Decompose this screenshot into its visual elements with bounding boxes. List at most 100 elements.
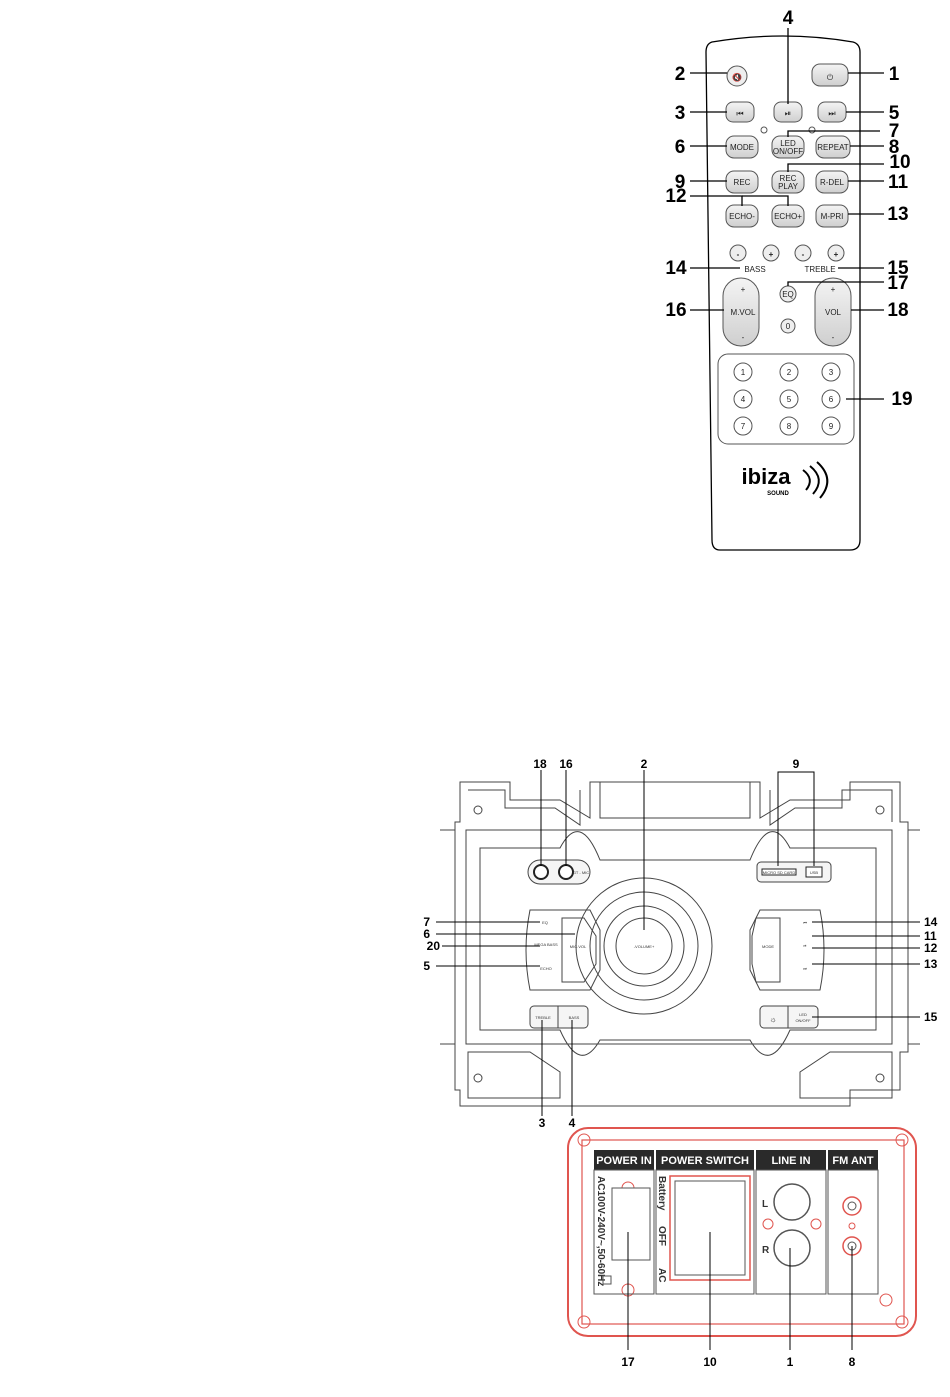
num-6-button[interactable] (821, 389, 841, 409)
num-5-button[interactable] (779, 389, 799, 409)
fm-antenna-screw-top (842, 1196, 862, 1216)
remote-callout-9: 9 (675, 172, 686, 193)
vol-minus: - (832, 333, 835, 342)
next-icon: ⏭ (828, 109, 835, 118)
rear-panel-inner (581, 1139, 905, 1325)
prev-icon: ⏮ (736, 109, 743, 118)
play-pause-icon: ⏯ (785, 109, 791, 118)
line-in-l-label: L (762, 1199, 768, 1210)
front-callout-3: 3 (539, 1116, 546, 1130)
front-callout-5: 5 (423, 959, 430, 973)
echo-label[interactable]: ECHO (540, 966, 552, 971)
remote-callout-7: 7 (889, 121, 900, 142)
treble-minus-button[interactable] (794, 244, 812, 262)
remote-callout-3: 3 (675, 103, 686, 124)
bass-minus-button[interactable] (729, 244, 747, 262)
front-callout-15: 15 (924, 1010, 938, 1024)
front-callout-16: 16 (559, 757, 573, 771)
num-2-button[interactable] (779, 362, 799, 382)
treble-plus-label: + (834, 250, 839, 259)
line-in-left-jack[interactable] (773, 1183, 811, 1221)
remote-callout-5: 5 (889, 103, 900, 124)
num-0-button[interactable] (780, 318, 796, 334)
front-led-label-1[interactable]: LED (799, 1012, 807, 1017)
front-callout-13: 13 (924, 957, 938, 971)
repeat-button[interactable] (815, 135, 851, 159)
guitar-jack[interactable] (533, 864, 549, 880)
remote-callout-11: 11 (888, 172, 909, 193)
mic-vol-knob[interactable]: MIC.VOL (570, 944, 587, 949)
front-screws (473, 805, 885, 1083)
num-6-label: 6 (829, 395, 834, 404)
rear-callout-8: 8 (849, 1355, 856, 1369)
front-led-label-2[interactable]: ON/OFF (795, 1018, 811, 1023)
num-1-button[interactable] (733, 362, 753, 382)
treble-plus-button[interactable] (827, 244, 845, 262)
vol-plus: + (831, 285, 836, 294)
power-in-label: POWER IN (596, 1155, 652, 1167)
vol-rocker[interactable] (814, 277, 852, 347)
num-8-label: 8 (787, 422, 792, 431)
remote-callout-18: 18 (887, 300, 908, 321)
num-4-button[interactable] (733, 389, 753, 409)
rear-section-frames (593, 1169, 879, 1295)
usb-port[interactable] (805, 866, 823, 878)
ibiza-logo-sub: SOUND (767, 491, 789, 497)
recplay-label-1: REC (780, 174, 797, 183)
treble-knob[interactable]: TREBLE (535, 1015, 551, 1020)
indicator-led-left (760, 126, 768, 134)
remote-control: 🔇 ⏻ ⏮ ⏯ ⏭ MODE LED ON/OFF REPEAT REC REC… (665, 8, 913, 551)
mode-button[interactable] (725, 135, 759, 159)
bass-plus-button[interactable] (762, 244, 780, 262)
rear-callout-17: 17 (621, 1355, 635, 1369)
remote-callout-14: 14 (665, 258, 687, 279)
m-pri-button[interactable] (815, 204, 849, 228)
led-label-2: ON/OFF (773, 147, 803, 156)
echo-minus-label: ECHO- (729, 212, 755, 221)
rec-button[interactable] (725, 170, 759, 194)
mute-button[interactable] (726, 65, 748, 87)
m-vol-minus: - (742, 333, 745, 342)
bass-knob[interactable]: BASS (569, 1015, 580, 1020)
num-1-label: 1 (741, 368, 746, 377)
fm-ant-header (828, 1150, 878, 1170)
num-2-label: 2 (787, 368, 792, 377)
front-callout-2: 2 (641, 757, 648, 771)
usb-label: USB (810, 870, 819, 875)
remote-callout-16: 16 (665, 300, 686, 321)
r-del-label: R-DEL (820, 178, 845, 187)
left-control-cluster (525, 909, 601, 991)
power-in-socket[interactable] (611, 1187, 651, 1261)
num-7-button[interactable] (733, 416, 753, 436)
num-3-button[interactable] (821, 362, 841, 382)
sd-card-slot[interactable] (761, 868, 797, 876)
mic-jack[interactable] (558, 864, 574, 880)
power-switch-header (656, 1150, 754, 1170)
front-prev-button[interactable]: ⏮ (803, 920, 807, 925)
m-vol-rocker[interactable] (722, 277, 760, 347)
remote-leader-lines (690, 28, 884, 400)
remote-callout-12: 12 (665, 186, 686, 207)
r-del-button[interactable] (815, 170, 849, 194)
front-callout-11: 11 (924, 929, 937, 943)
front-eq-label[interactable]: EQ (542, 920, 548, 925)
line-in-label: LINE IN (771, 1155, 810, 1167)
front-callout-20: 20 (427, 939, 441, 953)
remote-callout-13: 13 (887, 204, 908, 225)
ibiza-logo: ibiza (742, 464, 792, 489)
num-0-label: 0 (786, 322, 791, 331)
front-callout-6: 6 (423, 927, 430, 941)
right-control-cluster (749, 909, 825, 991)
num-8-button[interactable] (779, 416, 799, 436)
front-next-button[interactable]: ⏭ (803, 966, 807, 971)
power-button[interactable] (811, 63, 849, 87)
switch-battery-label: Battery (656, 1176, 667, 1211)
mega-bass-label[interactable]: MEGA BASS (534, 942, 558, 947)
tone-knob-panel (529, 1005, 589, 1029)
front-play-pause-button[interactable]: ⏯ (803, 943, 806, 948)
line-in-right-jack[interactable] (773, 1229, 811, 1267)
mode-label: MODE (730, 143, 754, 152)
remote-callout-19: 19 (891, 389, 912, 410)
front-mode-button[interactable]: MODE (762, 944, 774, 949)
num-9-button[interactable] (821, 416, 841, 436)
